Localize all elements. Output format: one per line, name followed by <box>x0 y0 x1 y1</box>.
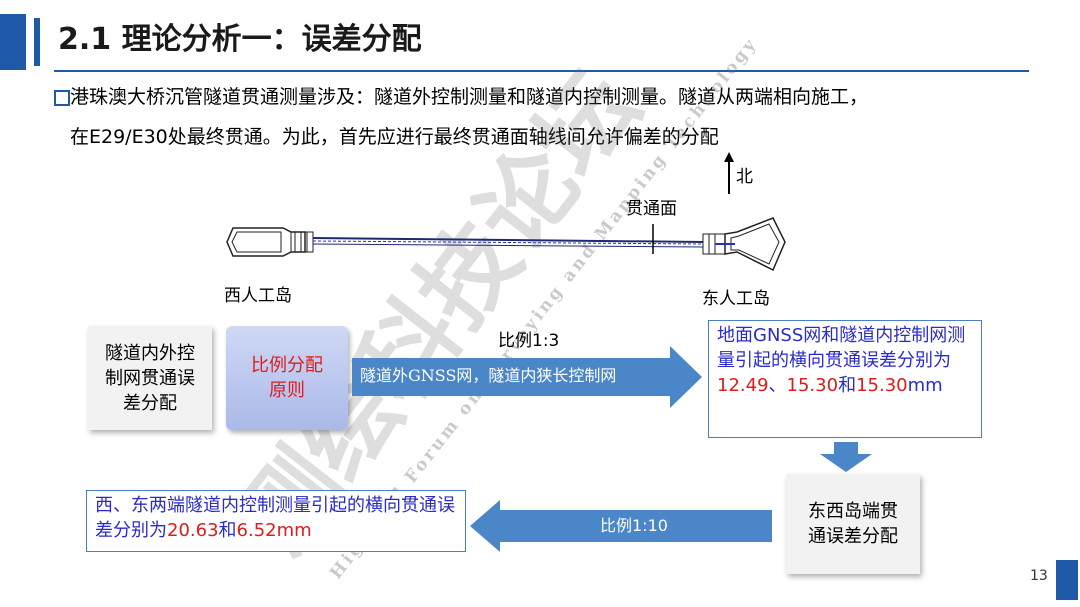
gnss-and: 和 <box>838 375 857 396</box>
box-ratio-principle-text: 比例分配原则 <box>251 355 323 401</box>
box-west-east-result: 西、东两端隧道内控制测量引起的横向贯通误差分别为20.63和6.52mm <box>86 490 466 552</box>
gnss-value-1: 12.49 <box>717 375 769 396</box>
down-arrow <box>820 442 872 472</box>
box-tunnel-inout-allocation: 隧道内外控制网贯通误差分配 <box>88 326 212 430</box>
box-tunnel-inout-text: 隧道内外控制网贯通误差分配 <box>105 342 195 414</box>
west-island-label: 西人工岛 <box>224 286 292 306</box>
box-gnss-result: 地面GNSS网和隧道内控制网测量引起的横向贯通误差分别为12.49、15.30和… <box>708 320 982 438</box>
box-east-west-allocation: 东西岛端贯通误差分配 <box>786 474 920 574</box>
east-island-label: 东人工岛 <box>702 289 770 309</box>
ratio-1-3-label: 比例1:3 <box>498 331 560 351</box>
box-ratio-principle: 比例分配原则 <box>226 326 348 430</box>
title-accent-bar <box>0 14 26 70</box>
intro-line-1: 港珠澳大桥沉管隧道贯通测量涉及：隧道外控制测量和隧道内控制测量。隧道从两端相向施… <box>70 86 869 108</box>
right-arrow-label: 隧道外GNSS网，隧道内狭长控制网 <box>360 366 617 385</box>
east-island-shape <box>724 217 786 272</box>
west-unit: mm <box>276 520 312 541</box>
page-number: 13 <box>1030 568 1048 584</box>
title-accent-bar-thin <box>34 18 40 66</box>
west-and: 和 <box>218 520 237 541</box>
tunnel-line <box>312 237 704 243</box>
gnss-unit: mm <box>907 375 943 396</box>
title-rule <box>54 70 1029 72</box>
gnss-sep: 、 <box>768 375 787 396</box>
gnss-result-text: 地面GNSS网和隧道内控制网测量引起的横向贯通误差分别为 <box>717 325 966 371</box>
gnss-value-3: 15.30 <box>856 375 908 396</box>
north-arrow-icon <box>724 152 734 194</box>
west-value-2: 6.52 <box>236 520 277 541</box>
west-value-1: 20.63 <box>167 520 219 541</box>
bullet-square-icon <box>54 90 70 106</box>
box-east-west-text: 东西岛端贯通误差分配 <box>808 501 898 547</box>
west-east-result-text: 西、东两端隧道内控制测量引起的横向贯通误差分别为 <box>95 495 455 541</box>
left-arrow <box>470 500 772 552</box>
north-label: 北 <box>736 167 753 187</box>
intro-line-2: 在E29/E30处最终贯通。为此，首先应进行最终贯通面轴线间允许偏差的分配 <box>70 126 719 148</box>
page-accent-mark <box>1056 560 1078 600</box>
gnss-value-2: 15.30 <box>786 375 839 396</box>
breakthrough-label: 贯通面 <box>626 199 677 219</box>
tunnel-schematic <box>226 217 786 272</box>
right-arrow <box>352 346 702 408</box>
page-title: 2.1 理论分析一：误差分配 <box>58 22 422 57</box>
left-arrow-label: 比例1:10 <box>600 516 668 535</box>
